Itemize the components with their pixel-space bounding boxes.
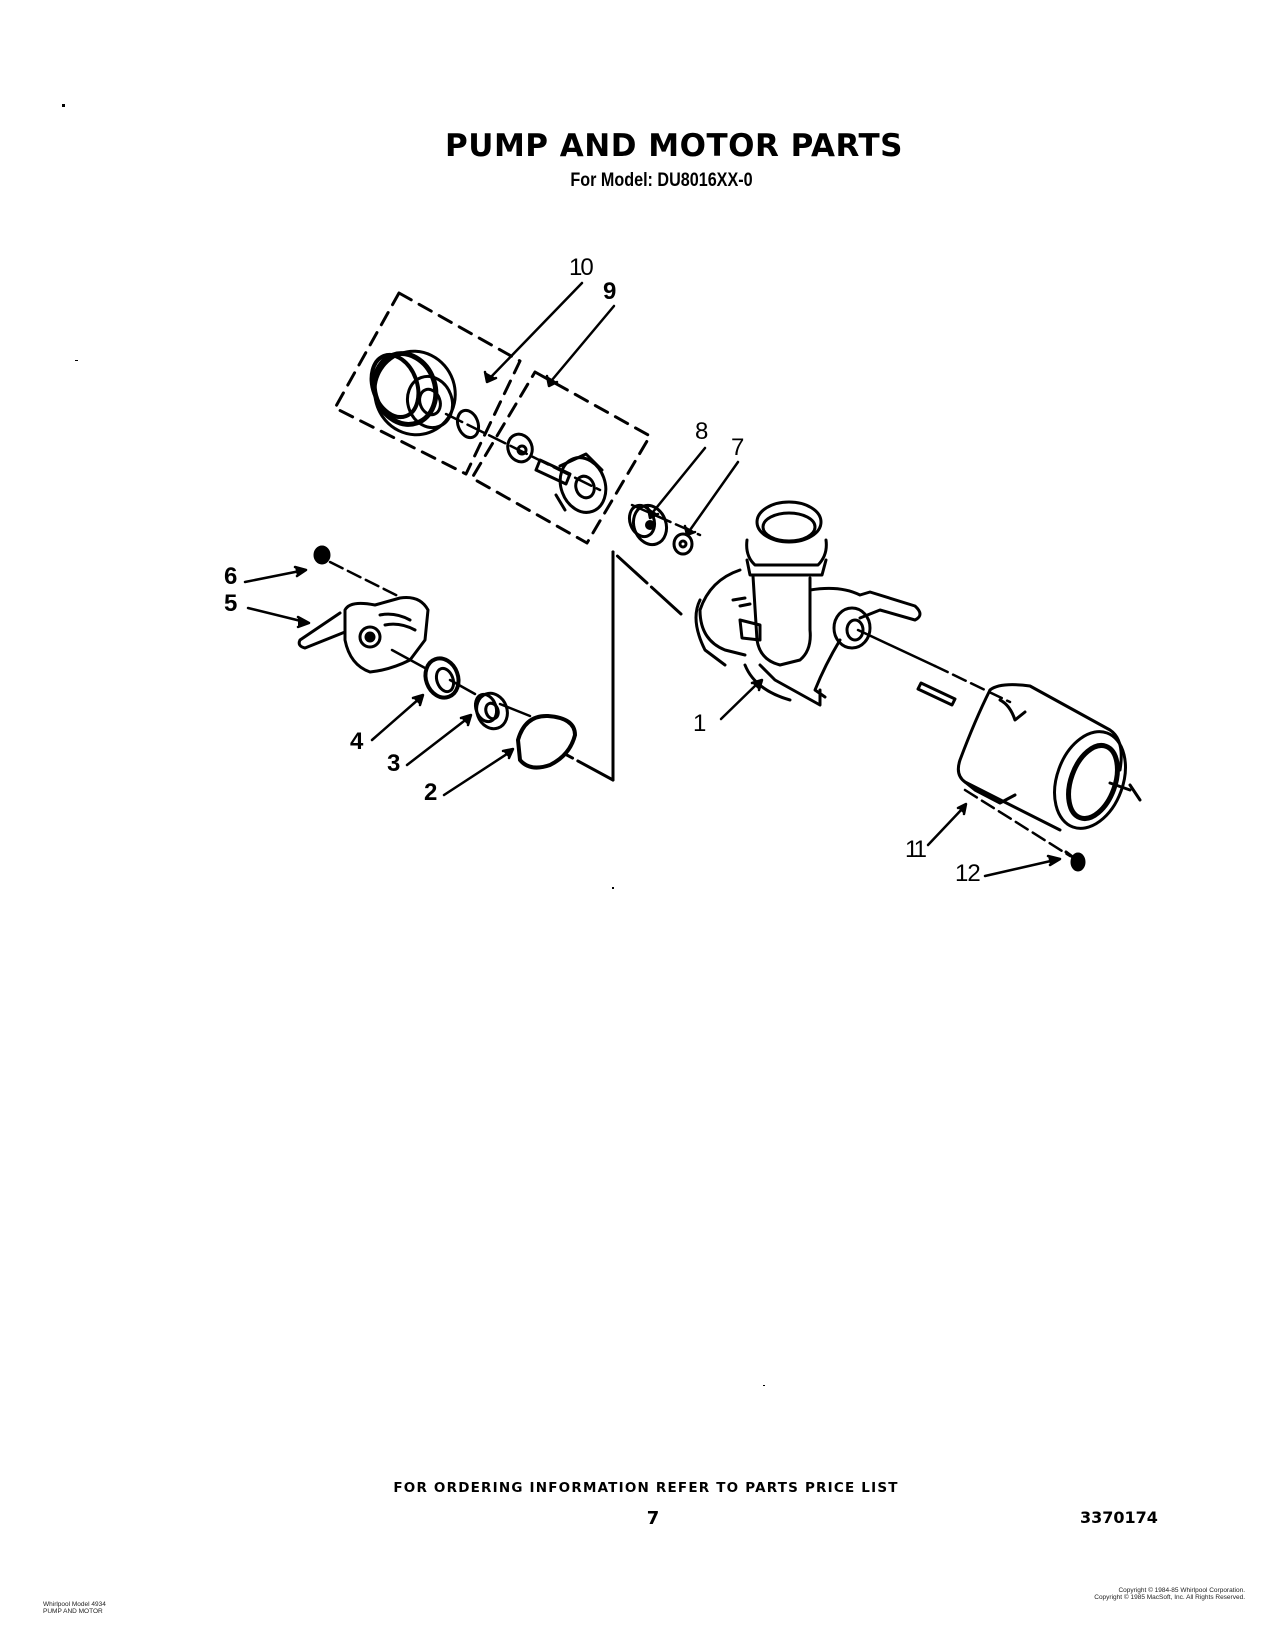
bracket-line — [563, 550, 683, 782]
footer-caption-line1: Whirlpool Model 4934 — [43, 1601, 106, 1608]
leader-arrows — [243, 281, 1062, 878]
callout-8: 8 — [695, 418, 709, 445]
footer-caption-line2: PUMP AND MOTOR — [43, 1608, 103, 1615]
callout-1: 1 — [693, 710, 707, 737]
page-number: 7 — [646, 1508, 660, 1529]
copyright-line2: Copyright © 1985 MacSoft, Inc. All Right… — [1094, 1594, 1245, 1601]
gasket-2-icon — [516, 713, 577, 770]
seal-icon — [506, 432, 534, 464]
callout-12: 12 — [955, 860, 981, 887]
bearing-4-icon — [423, 656, 461, 700]
callout-7: 7 — [731, 434, 745, 461]
nut-7-icon — [672, 532, 694, 556]
footer-caption: Whirlpool Model 4934 PUMP AND MOTOR — [43, 1601, 106, 1615]
shaft-icon — [534, 458, 572, 486]
callout-5: 5 — [224, 590, 238, 617]
drain-housing-5-icon — [297, 596, 430, 674]
seal-3-icon — [473, 691, 509, 731]
screw-6-icon — [313, 545, 331, 565]
pulley-icon — [369, 349, 457, 437]
assembly-9-dashed-box — [470, 370, 652, 545]
callout-6: 6 — [224, 563, 238, 590]
callout-10: 10 — [569, 254, 594, 281]
o-ring-icon — [455, 408, 481, 440]
callout-3: 3 — [387, 750, 401, 777]
callout-11: 11 — [905, 836, 927, 863]
document-number: 3370174 — [1080, 1508, 1158, 1527]
callout-2: 2 — [424, 779, 438, 806]
copyright-line1: Copyright © 1984-85 Whirlpool Corporatio… — [1118, 1587, 1245, 1594]
ordering-info-note: FOR ORDERING INFORMATION REFER TO PARTS … — [393, 1480, 899, 1496]
assembly-10-dashed-box — [333, 291, 522, 476]
callout-9: 9 — [603, 278, 617, 305]
callout-4: 4 — [350, 728, 364, 755]
motor-icon — [916, 681, 1142, 832]
screw-12-icon — [1064, 850, 1086, 872]
impeller-icon — [554, 452, 608, 514]
model-subtitle: For Model: DU8016XX-0 — [570, 170, 753, 191]
pump-housing-icon — [694, 500, 922, 707]
copyright-block: Copyright © 1984-85 Whirlpool Corporatio… — [1035, 1587, 1245, 1601]
page-title: PUMP AND MOTOR PARTS — [445, 128, 903, 164]
